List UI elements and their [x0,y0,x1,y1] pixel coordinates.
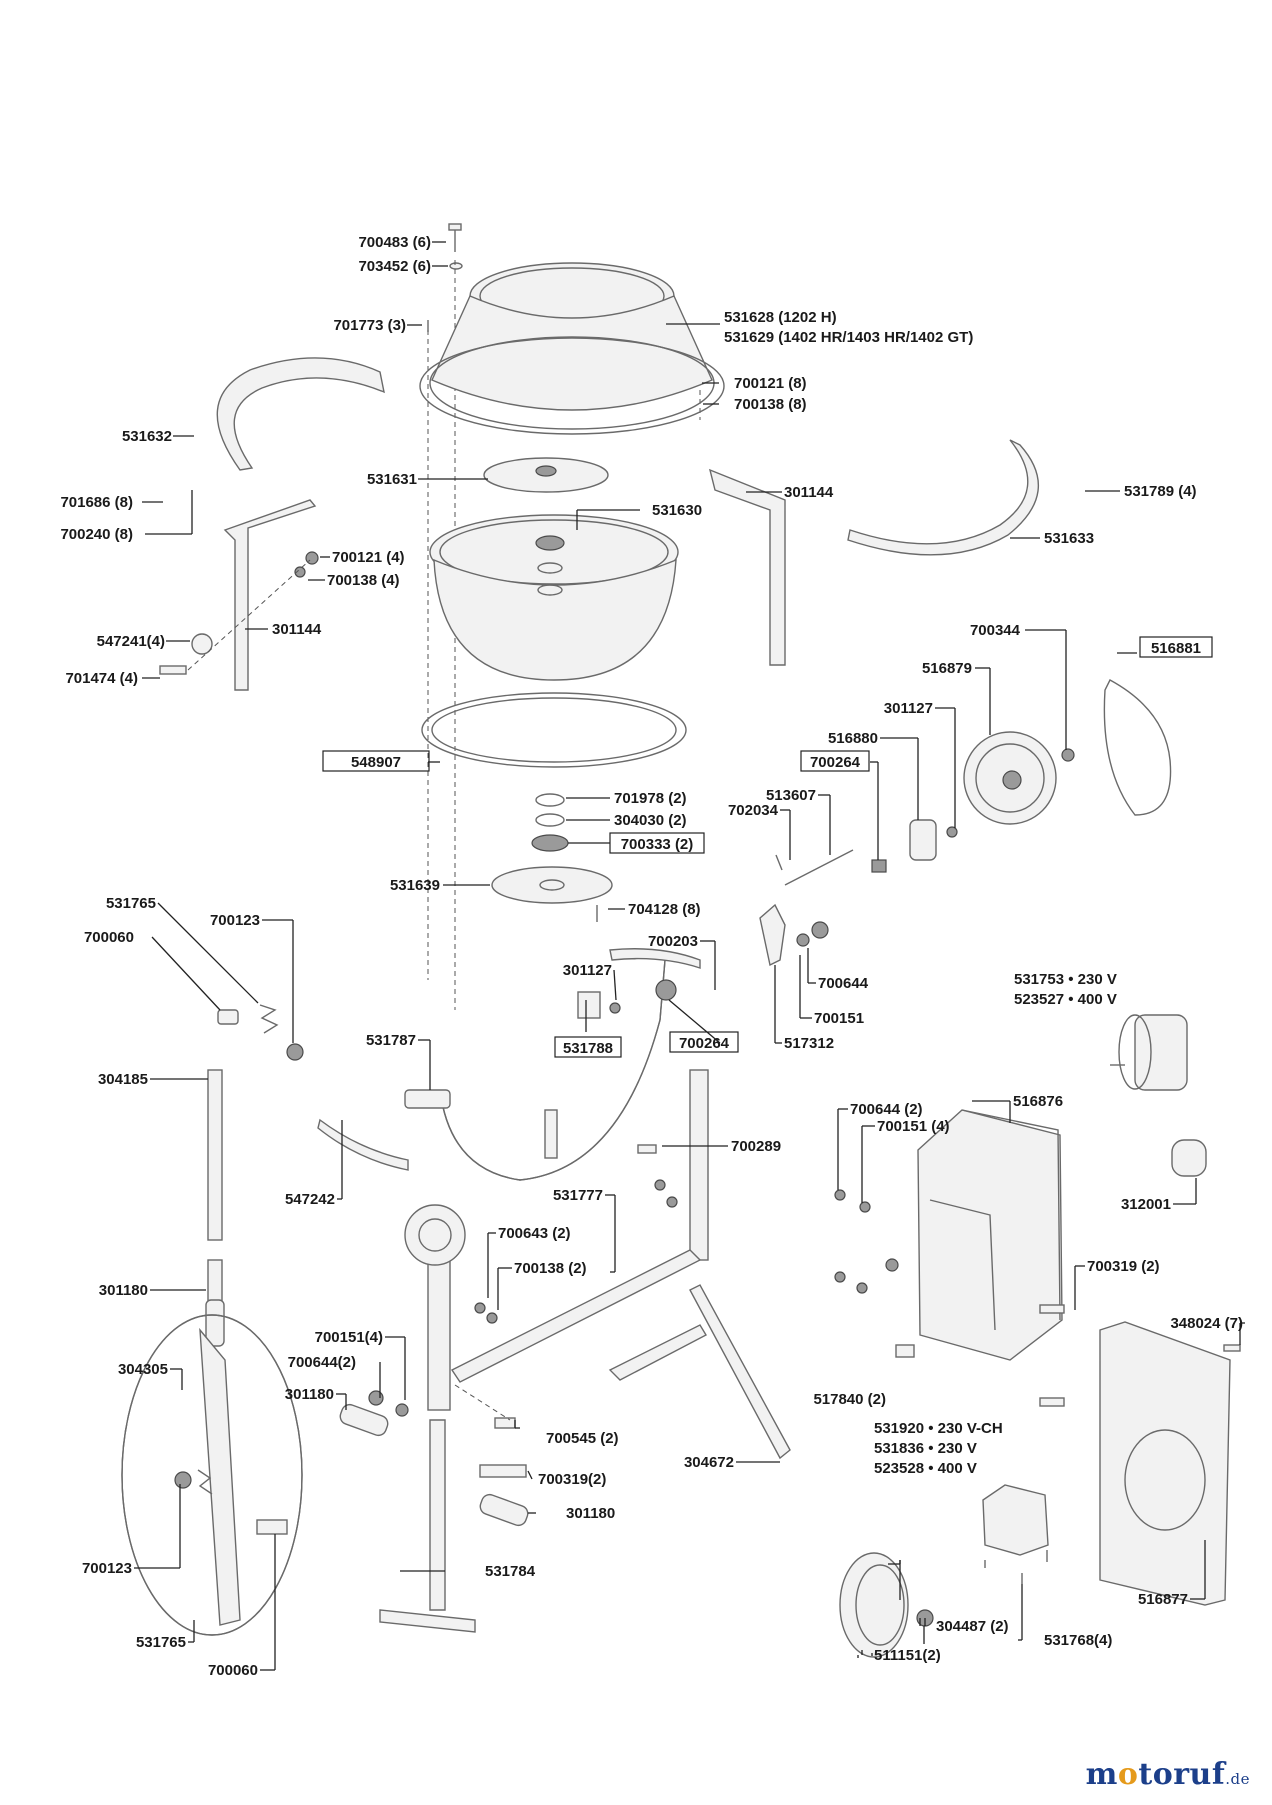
callout-label: 304305 [118,1361,168,1378]
callout-label: 700319 (2) [1087,1258,1160,1275]
callout-label: 700289 [731,1138,781,1155]
callout-labels: 700483 (6) 703452 (6) 701773 (3) 531628 … [60,234,1243,1679]
callout-label: 516876 [1013,1093,1063,1110]
callout-label: 700319(2) [538,1471,606,1488]
callout-label: 703452 (6) [358,258,431,275]
callout-label: 531787 [366,1032,416,1049]
callout-label: 700121 (8) [734,375,807,392]
callout-label: 531920 • 230 V-CH [874,1420,1003,1437]
callout-label: 531765 [106,895,156,912]
callout-label: 531639 [390,877,440,894]
callout-label: 531630 [652,502,702,519]
callout-label: 700264 [810,754,861,771]
callout-label: 516881 [1151,640,1201,657]
callout-label: 700483 (6) [358,234,431,251]
callout-label: 701686 (8) [60,494,133,511]
callout-label: 301180 [99,1282,148,1299]
callout-label: 531628 (1202 H) [724,309,837,326]
callout-label: 700151 [814,1010,864,1027]
callout-label: 700643 (2) [498,1225,571,1242]
callout-label: 301144 [784,484,834,501]
callout-label: 531788 [563,1040,613,1057]
callout-label: 701474 (4) [65,670,138,687]
drum-assembly [419,223,725,1010]
callout-label: 531633 [1044,530,1094,547]
callout-label: 701978 (2) [614,790,687,807]
callout-label: 517312 [784,1035,834,1052]
pulley-drive [759,679,1172,967]
callout-label: 516877 [1138,1591,1188,1608]
callout-label: 700264 [679,1035,730,1052]
callout-label: 700121 (4) [332,549,405,566]
callout-label: 348024 (7) [1170,1315,1243,1332]
callout-label: 304672 [684,1454,734,1471]
callout-label: 517840 (2) [813,1391,886,1408]
callout-label: 301127 [884,700,933,717]
callout-label: 301127 [563,962,612,979]
callout-label: 700151 (4) [877,1118,950,1135]
callout-label: 700644(2) [288,1354,356,1371]
callout-label: 531632 [122,428,172,445]
callout-label: 312001 [1121,1196,1171,1213]
callout-label: 700138 (4) [327,572,400,589]
watermark-rest: toruf [1138,1757,1226,1792]
callout-label: 548907 [351,754,401,771]
callout-label: 700123 [210,912,260,929]
leader-lines [134,241,1245,1671]
left-handle-parts [205,1004,304,1347]
watermark-m: m [1085,1757,1118,1792]
watermark-tld: .de [1225,1770,1250,1788]
frame-brackets [159,357,1040,691]
callout-label: 700123 [82,1560,132,1577]
callout-label: 531784 [485,1563,536,1580]
callout-label: 700545 (2) [546,1430,619,1447]
callout-label: 700644 (2) [850,1101,923,1118]
callout-label: 700060 [84,929,134,946]
callout-label: 531765 [136,1634,186,1651]
callout-label: 531631 [367,471,417,488]
callout-label: 304030 (2) [614,812,687,829]
callout-label: 700644 [818,975,869,992]
callout-label: 304185 [98,1071,148,1088]
callout-label: 531753 • 230 V [1014,971,1117,988]
callout-label: 301144 [272,621,322,638]
label-boxes [322,636,1213,1058]
callout-label: 531777 [553,1187,603,1204]
callout-label: 301180 [566,1505,615,1522]
wheel [839,1552,934,1658]
handwheel [121,1314,303,1636]
callout-label: 704128 (8) [628,901,701,918]
callout-label: 523527 • 400 V [1014,991,1117,1008]
callout-label: 304487 (2) [936,1618,1009,1635]
callout-label: 700138 (2) [514,1260,587,1277]
callout-label: 547242 [285,1191,335,1208]
callout-label: 523528 • 400 V [874,1460,977,1477]
callout-label: 700344 [970,622,1021,639]
callout-label: 701773 (3) [333,317,406,334]
callout-label: 531836 • 230 V [874,1440,977,1457]
motor-housing [834,1014,1241,1606]
callout-label: 516879 [922,660,972,677]
callout-label: 513607 [766,787,816,804]
callout-label: 700203 [648,933,698,950]
callout-label: 301180 [285,1386,334,1403]
callout-label: 700333 (2) [621,836,694,853]
callout-label: 531629 (1402 HR/1403 HR/1402 GT) [724,329,973,346]
callout-label: 547241(4) [97,633,165,650]
motoruf-watermark: motoruf.de [1086,1757,1250,1792]
watermark-o: o [1117,1757,1139,1792]
stand-frame [339,1069,791,1633]
callout-label: 702034 [728,802,779,819]
callout-label: 700060 [208,1662,258,1679]
callout-label: 516880 [828,730,878,747]
callout-label: 511151(2) [874,1647,941,1664]
callout-label: 700151(4) [315,1329,383,1346]
callout-label: 700138 (8) [734,396,807,413]
callout-label: 700240 (8) [60,526,133,543]
callout-label: 531789 (4) [1124,483,1197,500]
tipping-handle [317,948,701,1181]
callout-label: 531768(4) [1044,1632,1112,1649]
